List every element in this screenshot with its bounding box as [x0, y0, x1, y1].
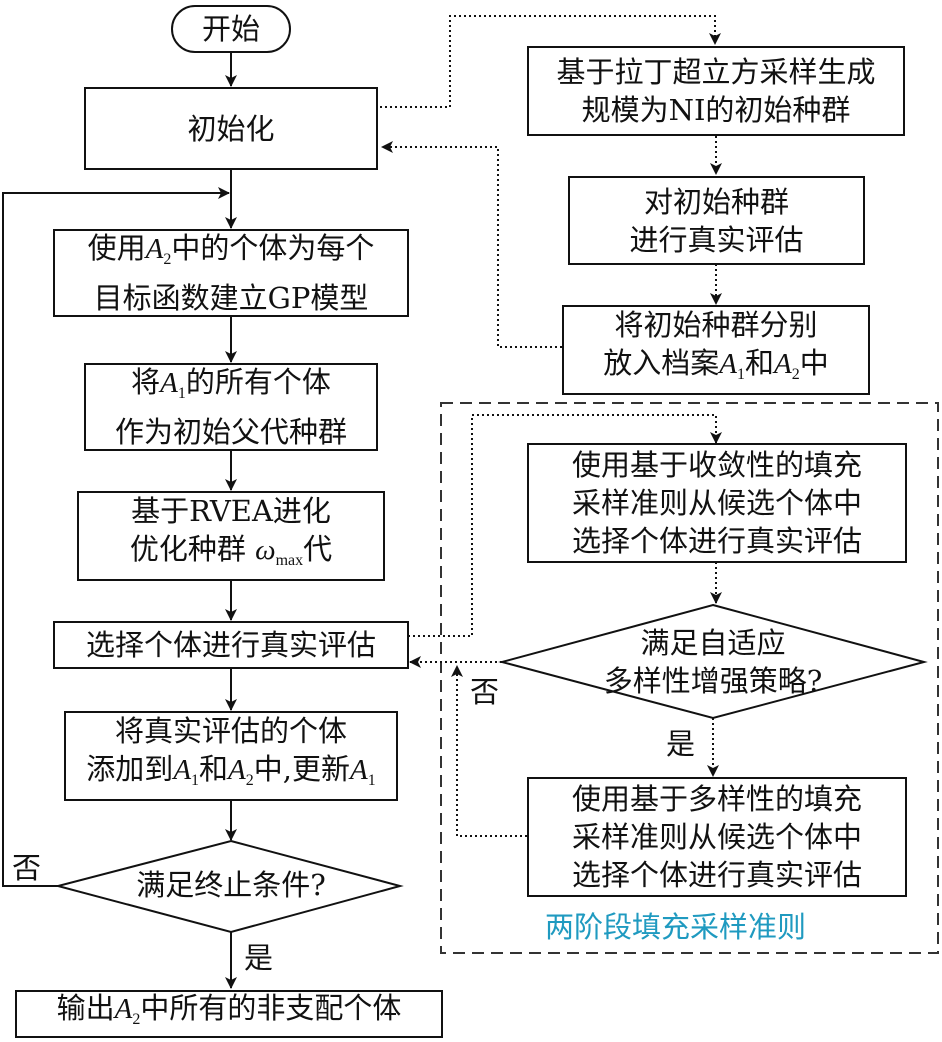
arrow-div-select	[451, 665, 527, 837]
group-border	[440, 402, 939, 954]
convergence-node: 使用基于收敛性的填充 采样准则从候选个体中 选择个体进行真实评估	[527, 443, 907, 563]
eval-init-node: 对初始种群 进行真实评估	[568, 176, 865, 265]
start-node: 开始	[171, 5, 291, 53]
archive-node: 将初始种群分别 放入档案A1和A2中	[562, 305, 870, 395]
no-label-adapt: 否	[470, 675, 500, 709]
yes-label-terminate: 是	[244, 941, 274, 975]
diversity-node: 使用基于多样性的填充 采样准则从候选个体中 选择个体进行真实评估	[527, 777, 907, 897]
arrow-init-lhs	[380, 15, 721, 108]
parent-node: 将A1的所有个体 作为初始父代种群	[84, 363, 378, 451]
add-node: 将真实评估的个体 添加到A1和A2中,更新A1	[64, 711, 398, 801]
yes-label-adapt: 是	[666, 727, 696, 761]
lhs-node: 基于拉丁超立方采样生成 规模为NI的初始种群	[527, 46, 905, 136]
no-label-terminate: 否	[12, 851, 42, 885]
select-node: 选择个体进行真实评估	[53, 621, 409, 669]
arrow-loop-back	[2, 187, 230, 887]
output-node: 输出A2中所有的非支配个体	[15, 990, 443, 1038]
rvea-node: 基于RVEA进化 优化种群 ωmax代	[77, 491, 385, 581]
init-node: 初始化	[84, 87, 378, 170]
gp-node: 使用A2中的个体为每个 目标函数建立GP模型	[53, 229, 409, 317]
arrow-select-conv	[408, 414, 722, 637]
adapt-text: 满足自适应 多样性增强策略?	[603, 626, 823, 698]
arrow-archive-init	[381, 141, 562, 348]
group-title: 两阶段填充采样准则	[545, 910, 807, 944]
adapt-diamond	[498, 603, 928, 720]
terminate-text: 满足终止条件?	[136, 868, 326, 902]
terminate-diamond	[54, 839, 404, 934]
